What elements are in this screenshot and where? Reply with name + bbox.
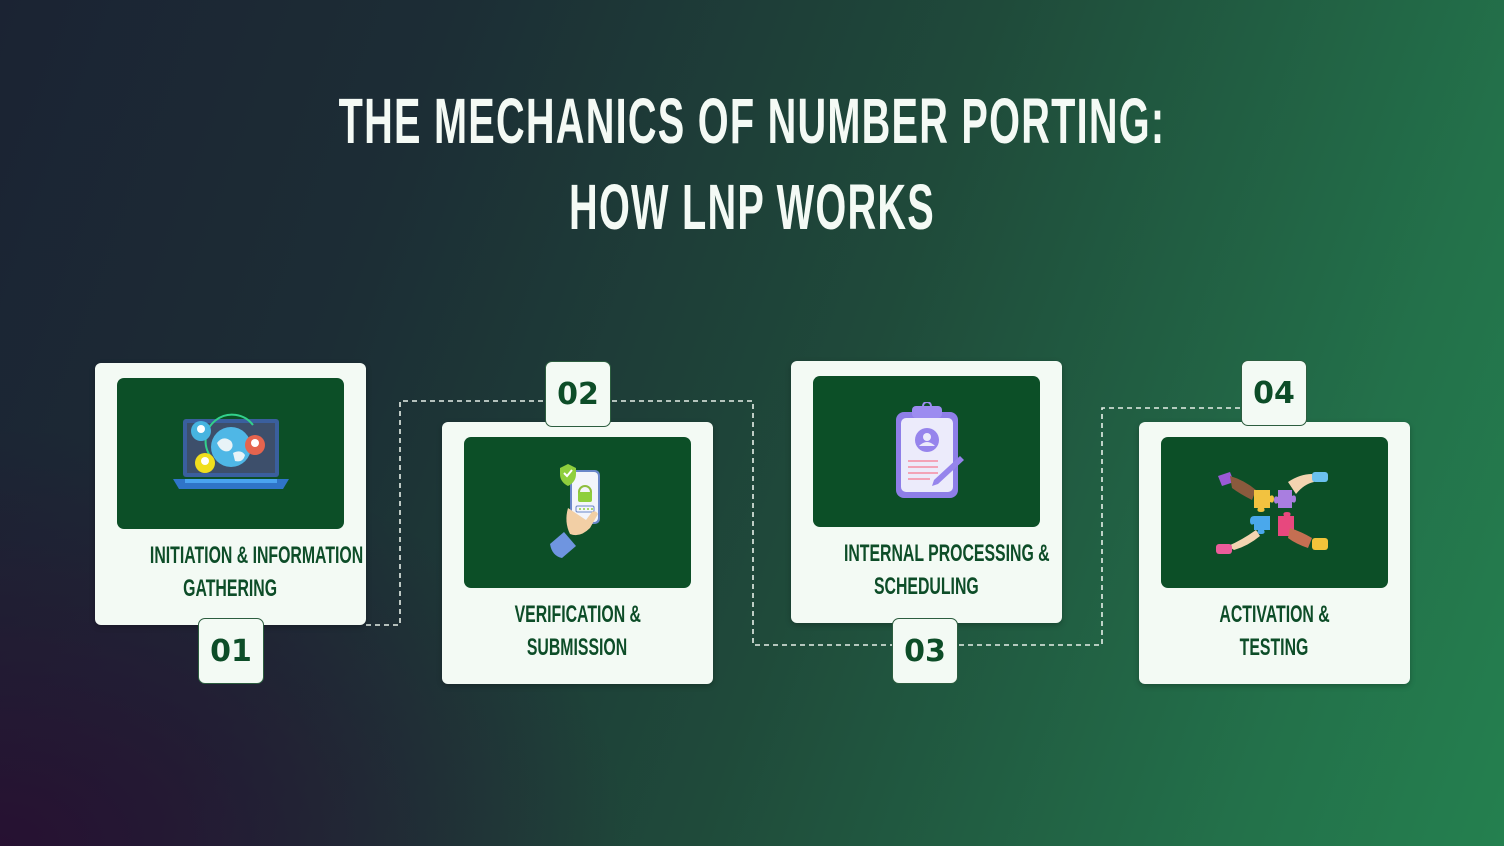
step-4-image [1161, 437, 1388, 588]
step-card-4: ACTIVATION & TESTING [1139, 422, 1410, 684]
step-card-3: INTERNAL PROCESSING & SCHEDULING [791, 361, 1062, 623]
step-card-2: VERIFICATION & SUBMISSION [442, 422, 713, 684]
step-3-number-badge: 03 [892, 618, 958, 684]
page-title: THE MECHANICS OF NUMBER PORTING: HOW LNP… [286, 78, 1218, 250]
step-card-1: INITIATION & INFORMATION GATHERING [95, 363, 366, 625]
step-4-label: ACTIVATION & TESTING [1219, 601, 1330, 661]
clipboard-profile-pen-icon [895, 401, 964, 498]
step-3-image [813, 376, 1040, 527]
step-2-image [464, 437, 691, 588]
step-2-label: VERIFICATION & SUBMISSION [514, 601, 641, 661]
puzzle-hands-icon [1215, 471, 1328, 554]
step-4-number-badge: 04 [1241, 360, 1307, 426]
step-2-number-badge: 02 [545, 361, 611, 427]
phone-security-lock-icon [549, 463, 600, 558]
laptop-globe-network-icon [172, 413, 289, 489]
step-1-image [117, 378, 344, 529]
title-line-1: THE MECHANICS OF NUMBER PORTING: [338, 85, 1166, 157]
step-1-number-badge: 01 [198, 618, 264, 684]
step-1-label: INITIATION & INFORMATION GATHERING [149, 542, 364, 602]
step-3-label: INTERNAL PROCESSING & SCHEDULING [843, 540, 1050, 600]
title-line-2: HOW LNP WORKS [569, 171, 935, 243]
